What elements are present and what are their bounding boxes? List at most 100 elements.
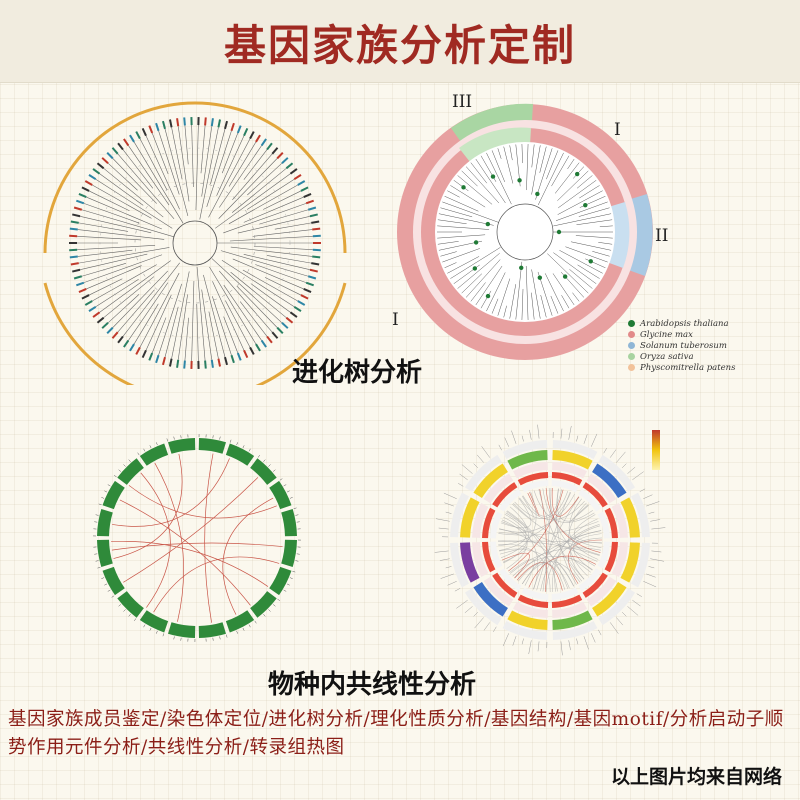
tree-branch xyxy=(264,277,302,296)
tick-mark xyxy=(242,627,245,631)
leaf-label-mark xyxy=(224,120,228,130)
outer-track xyxy=(598,454,636,492)
leaf-label-mark xyxy=(78,193,87,198)
tree-branch xyxy=(107,162,138,191)
tick-mark xyxy=(113,475,117,478)
synteny-link xyxy=(570,525,601,580)
gc-track xyxy=(578,568,602,592)
tree-branch xyxy=(228,184,298,225)
tick-mark xyxy=(447,581,457,586)
tick-mark xyxy=(268,609,271,612)
tree-branch xyxy=(537,152,564,206)
node-dot xyxy=(485,293,491,299)
tree-branch xyxy=(171,127,183,180)
node-dot xyxy=(574,171,580,177)
tree-branch xyxy=(438,213,494,226)
tick-mark xyxy=(643,494,653,499)
leaf-label-mark xyxy=(141,349,147,359)
tree-branch xyxy=(569,269,593,289)
tree-branch xyxy=(216,135,245,196)
outer-track xyxy=(502,440,548,459)
leaf-label-mark xyxy=(78,288,87,293)
synteny-link xyxy=(539,488,548,592)
tick-mark xyxy=(272,469,276,472)
leaf-label-mark xyxy=(168,358,173,367)
tree-branch xyxy=(81,209,174,238)
leaf-label-mark xyxy=(210,118,214,127)
tree-branch xyxy=(230,246,313,257)
legend-swatch xyxy=(628,331,635,338)
leaf-label-mark xyxy=(285,316,294,324)
tree-branch xyxy=(122,149,154,189)
tick-mark xyxy=(295,560,299,562)
tree-branch xyxy=(521,288,524,320)
tree-branch xyxy=(201,126,213,197)
heatmap-track xyxy=(472,503,489,538)
legend-swatch xyxy=(628,320,635,327)
tick-mark xyxy=(97,567,101,569)
karyotype-segment xyxy=(460,497,480,538)
leaf-label-mark xyxy=(176,359,180,368)
clade-label-i-bottom: I xyxy=(392,310,399,330)
synteny-link xyxy=(498,540,602,544)
leaf-label-mark xyxy=(312,234,321,238)
leaf-label-mark xyxy=(260,138,267,147)
tree-branch xyxy=(546,150,559,180)
tick-mark xyxy=(286,490,290,493)
synteny-link xyxy=(568,498,599,560)
gc-track xyxy=(521,587,549,600)
leaf-label-mark xyxy=(88,174,97,181)
leaf-label-mark xyxy=(300,294,309,300)
node-dot xyxy=(519,265,524,271)
density-track xyxy=(517,594,549,608)
tree-branch xyxy=(78,222,129,232)
outer-track xyxy=(552,440,598,459)
density-track xyxy=(582,482,608,508)
tick-mark xyxy=(481,446,491,458)
tick-mark xyxy=(583,636,589,650)
tick-mark xyxy=(173,636,175,640)
tick-mark xyxy=(248,448,251,452)
tree-branch xyxy=(243,149,268,180)
tick-mark xyxy=(560,428,563,439)
tree-branch xyxy=(437,219,467,225)
heatmap-track xyxy=(552,462,587,479)
tick-mark xyxy=(156,442,158,446)
density-track xyxy=(551,594,583,608)
legend-item: Oryza sativa xyxy=(628,351,788,362)
karyotype-segment xyxy=(473,463,508,498)
tree-branch xyxy=(470,282,486,302)
tree-branch xyxy=(77,229,165,240)
tick-mark xyxy=(476,454,484,463)
tree-branch xyxy=(450,185,486,208)
leaf-label-mark xyxy=(135,131,141,140)
tick-mark xyxy=(295,514,299,516)
leaf-label-mark xyxy=(255,343,261,352)
chromosome-segment xyxy=(97,539,113,567)
leaf-label-mark xyxy=(84,300,93,306)
gc-track xyxy=(551,480,579,493)
tick-mark xyxy=(143,448,146,452)
leaf-label-mark xyxy=(305,281,315,287)
tree-branch xyxy=(579,185,600,199)
leaf-label-mark xyxy=(73,275,83,280)
leaf-label-mark xyxy=(297,180,306,186)
tick-mark xyxy=(226,634,228,638)
page-title: 基因家族分析定制 xyxy=(223,21,576,70)
gc-track xyxy=(490,541,503,569)
tree-branch xyxy=(117,153,175,220)
leaf-label-mark xyxy=(162,356,166,366)
tick-mark xyxy=(529,429,532,440)
leaf-label-mark xyxy=(312,227,321,231)
synteny-circos-figure-1 xyxy=(93,434,301,642)
tree-branch xyxy=(437,241,459,245)
tick-mark xyxy=(283,484,287,487)
tree-branch xyxy=(491,150,506,183)
synteny-link xyxy=(545,488,601,553)
synteny-link xyxy=(140,472,171,608)
tick-mark xyxy=(650,519,661,522)
density-track xyxy=(482,541,496,573)
tick-mark xyxy=(98,503,102,506)
leaf-label-mark xyxy=(312,255,321,259)
tick-mark xyxy=(242,445,245,449)
